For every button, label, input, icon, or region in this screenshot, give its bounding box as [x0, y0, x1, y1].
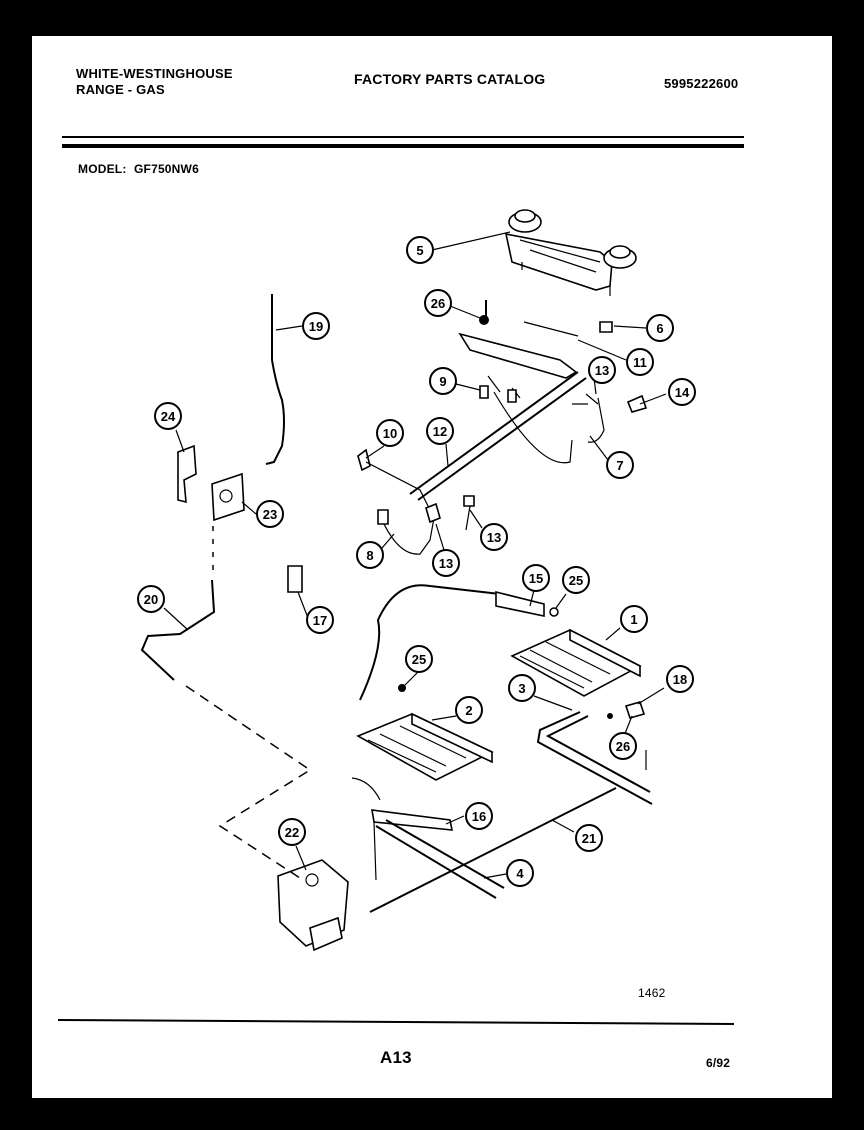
svg-text:22: 22: [285, 825, 299, 840]
igniter-tube: [359, 584, 559, 701]
svg-text:11: 11: [633, 355, 647, 370]
burner-tray-left: [356, 712, 494, 781]
callout-14: 14: [668, 378, 696, 406]
svg-text:14: 14: [675, 385, 690, 400]
callout-26: 26: [609, 732, 637, 760]
callout-5: 5: [406, 236, 434, 264]
callout-23: 23: [256, 500, 284, 528]
svg-text:12: 12: [433, 424, 447, 439]
svg-text:7: 7: [616, 458, 623, 473]
svg-text:13: 13: [595, 363, 609, 378]
tube: [140, 579, 216, 681]
callout-8: 8: [356, 541, 384, 569]
callout-leaders: [163, 231, 667, 879]
callout-9: 9: [429, 367, 457, 395]
svg-text:15: 15: [529, 571, 543, 586]
callout-25: 25: [562, 566, 590, 594]
callout-19: 19: [302, 312, 330, 340]
brand-line-1: WHITE-WESTINGHOUSE: [76, 66, 233, 81]
catalog-sheet: [32, 36, 832, 1098]
model-label: MODEL:: [78, 162, 127, 176]
callout-18: 18: [666, 665, 694, 693]
callout-21: 21: [575, 824, 603, 852]
figure-id: 1462: [638, 986, 666, 1000]
callout-15: 15: [522, 564, 550, 592]
svg-text:16: 16: [472, 809, 486, 824]
callout-17: 17: [306, 606, 334, 634]
switch-bracket: [177, 444, 245, 574]
page-code: A13: [380, 1048, 412, 1067]
svg-text:8: 8: [366, 548, 373, 563]
svg-text:25: 25: [569, 573, 583, 588]
callout-13: 13: [588, 356, 616, 384]
bake-burner: [351, 777, 505, 899]
callout-6: 6: [646, 314, 674, 342]
callout-22: 22: [278, 818, 306, 846]
callout-26: 26: [424, 289, 452, 317]
thermostat-valve: [277, 859, 349, 952]
callout-13: 13: [432, 549, 460, 577]
callout-2: 2: [455, 696, 483, 724]
top-burner-valve-assembly: [504, 209, 637, 296]
callout-25: 25: [405, 645, 433, 673]
svg-text:23: 23: [263, 507, 277, 522]
svg-text:13: 13: [439, 556, 453, 571]
callout-3: 3: [508, 674, 536, 702]
svg-text:1: 1: [630, 612, 637, 627]
svg-text:4: 4: [516, 866, 524, 881]
svg-text:25: 25: [412, 652, 426, 667]
svg-text:19: 19: [309, 319, 323, 334]
model-number: GF750NW6: [134, 162, 199, 176]
svg-text:13: 13: [487, 530, 501, 545]
svg-text:5: 5: [416, 243, 423, 258]
catalog-title: FACTORY PARTS CATALOG: [354, 71, 546, 87]
svg-text:6: 6: [656, 321, 663, 336]
svg-text:2: 2: [465, 703, 472, 718]
svg-text:24: 24: [161, 409, 176, 424]
callout-12: 12: [426, 417, 454, 445]
manifold-pipe: [409, 371, 648, 501]
svg-text:10: 10: [383, 426, 397, 441]
lower-valve-parts: [357, 448, 475, 555]
burner-tray-right: [510, 628, 642, 697]
long-rod: [369, 787, 617, 913]
callout-4: 4: [506, 859, 534, 887]
svg-text:9: 9: [439, 374, 446, 389]
svg-text:17: 17: [313, 613, 327, 628]
svg-text:26: 26: [431, 296, 445, 311]
oven-burner-tube: [536, 701, 653, 805]
rod: [265, 294, 285, 465]
callout-20: 20: [137, 585, 165, 613]
callout-16: 16: [465, 802, 493, 830]
svg-text:20: 20: [144, 592, 158, 607]
svg-text:3: 3: [518, 681, 525, 696]
callout-10: 10: [376, 419, 404, 447]
callout-7: 7: [606, 451, 634, 479]
callout-13: 13: [480, 523, 508, 551]
footer-date: 6/92: [706, 1056, 731, 1070]
svg-text:21: 21: [582, 831, 596, 846]
brand-line-2: RANGE - GAS: [76, 82, 165, 97]
callout-24: 24: [154, 402, 182, 430]
leader-line: [185, 685, 312, 879]
catalog-number: 5995222600: [664, 76, 739, 91]
callout-11: 11: [626, 348, 654, 376]
igniter-block: [287, 565, 303, 593]
footer-rule: [57, 1019, 735, 1025]
svg-text:18: 18: [673, 672, 687, 687]
upper-bracket-assembly: [458, 300, 613, 379]
svg-text:26: 26: [616, 739, 630, 754]
callout-1: 1: [620, 605, 648, 633]
